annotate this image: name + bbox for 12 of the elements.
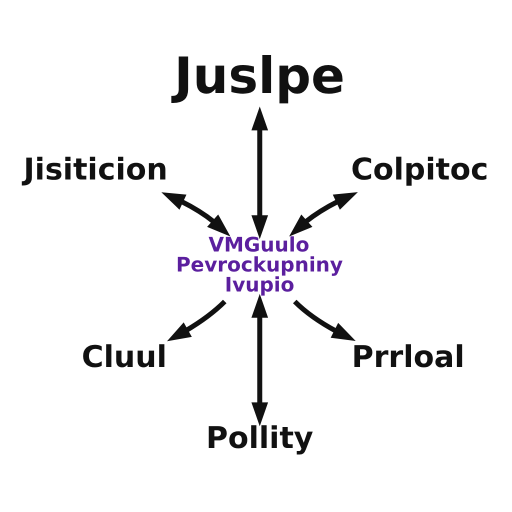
- node-text: Colpitoc: [351, 152, 488, 187]
- node-text: Prrloal: [352, 339, 465, 374]
- node-text: Cluul: [82, 339, 167, 374]
- node-text: VMGuulo Pevrockupniny Ivupio: [176, 232, 343, 296]
- node-text: Jisiticion: [24, 152, 168, 187]
- arrow: [161, 192, 230, 236]
- arrow: [251, 106, 268, 239]
- arrow: [251, 293, 268, 426]
- arrow: [289, 192, 358, 236]
- node-text: Pollity: [206, 420, 314, 456]
- arrow: [293, 299, 356, 340]
- arrow: [167, 299, 226, 341]
